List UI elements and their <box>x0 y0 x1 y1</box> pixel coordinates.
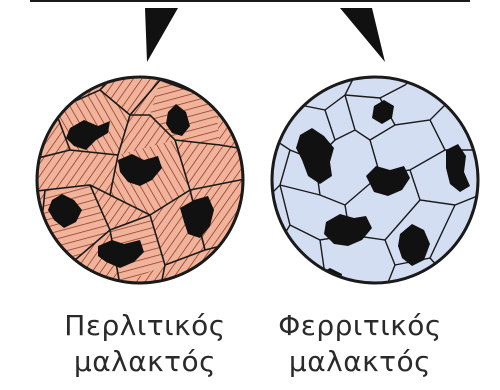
microstructure-diagram <box>0 0 500 305</box>
pearlitic-caption-line2: μαλακτός <box>40 344 250 380</box>
ferritic-caption-line2: μαλακτός <box>255 344 465 380</box>
pearlitic-caption: Περλιτικός μαλακτός <box>40 308 250 380</box>
ferritic-caption-line1: Φερριτικός <box>255 308 465 344</box>
pearlitic-caption-line1: Περλιτικός <box>40 308 250 344</box>
ferritic-microstructure <box>265 70 485 290</box>
ferritic-caption: Φερριτικός μαλακτός <box>255 308 465 380</box>
right-pointer-triangle-icon <box>340 8 385 62</box>
left-pointer-triangle-icon <box>145 8 178 62</box>
pearlitic-microstructure <box>30 70 250 290</box>
